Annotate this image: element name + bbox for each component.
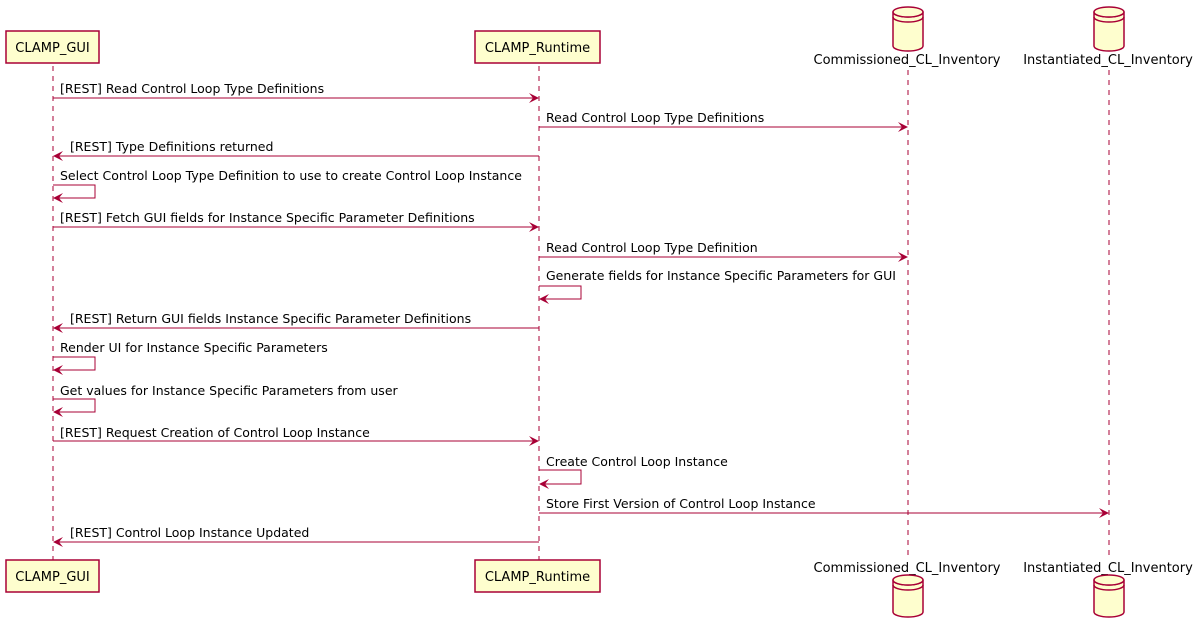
participant-clamp-gui-bottom: CLAMP_GUI <box>5 559 100 593</box>
message-5: [REST] Fetch GUI fields for Instance Spe… <box>53 210 539 232</box>
message-label: [REST] Return GUI fields Instance Specif… <box>70 311 471 326</box>
message-label: [REST] Read Control Loop Type Definition… <box>60 81 324 96</box>
message-2: Read Control Loop Type Definitions <box>539 110 908 132</box>
message-1: [REST] Read Control Loop Type Definition… <box>53 81 539 103</box>
message-label: [REST] Fetch GUI fields for Instance Spe… <box>60 210 475 225</box>
message-label: [REST] Request Creation of Control Loop … <box>60 425 370 440</box>
message-label: Store First Version of Control Loop Inst… <box>546 496 816 511</box>
participant-label: CLAMP_Runtime <box>485 41 590 56</box>
message-13: Store First Version of Control Loop Inst… <box>539 496 1109 518</box>
database-commissioned-cl-inventory-bottom: Commissioned_CL_Inventory <box>814 561 1001 618</box>
message-label: Get values for Instance Specific Paramet… <box>60 383 399 398</box>
message-12: Create Control Loop Instance <box>539 454 728 489</box>
database-commissioned-cl-inventory-top: Commissioned_CL_Inventory <box>814 6 1001 68</box>
participant-clamp-runtime-top: CLAMP_Runtime <box>474 30 601 64</box>
message-label: Select Control Loop Type Definition to u… <box>60 168 522 183</box>
participant-clamp-runtime-bottom: CLAMP_Runtime <box>474 559 601 593</box>
database-label: Instantiated_CL_Inventory <box>1023 53 1193 68</box>
database-instantiated-cl-inventory-bottom: Instantiated_CL_Inventory <box>1023 561 1193 618</box>
message-label: [REST] Type Definitions returned <box>70 139 273 154</box>
participant-label: CLAMP_GUI <box>15 570 90 585</box>
message-label: Read Control Loop Type Definitions <box>546 110 764 125</box>
message-3: [REST] Type Definitions returned <box>53 139 539 161</box>
message-label: Read Control Loop Type Definition <box>546 240 758 255</box>
message-4: Select Control Loop Type Definition to u… <box>53 168 522 203</box>
participant-label: CLAMP_Runtime <box>485 570 590 585</box>
participant-clamp-gui-top: CLAMP_GUI <box>5 30 100 64</box>
message-label: [REST] Control Loop Instance Updated <box>70 525 309 540</box>
message-label: Create Control Loop Instance <box>546 454 728 469</box>
message-6: Read Control Loop Type Definition <box>539 240 908 262</box>
message-label: Render UI for Instance Specific Paramete… <box>60 340 328 355</box>
message-11: [REST] Request Creation of Control Loop … <box>53 425 539 446</box>
database-label: Commissioned_CL_Inventory <box>814 53 1001 68</box>
message-label: Generate fields for Instance Specific Pa… <box>546 268 896 283</box>
database-label: Instantiated_CL_Inventory <box>1023 561 1193 576</box>
message-10: Get values for Instance Specific Paramet… <box>53 383 399 417</box>
message-8: [REST] Return GUI fields Instance Specif… <box>53 311 539 333</box>
message-14: [REST] Control Loop Instance Updated <box>53 525 539 547</box>
database-instantiated-cl-inventory-top: Instantiated_CL_Inventory <box>1023 6 1193 68</box>
message-7: Generate fields for Instance Specific Pa… <box>539 268 896 304</box>
participant-label: CLAMP_GUI <box>15 41 90 56</box>
message-9: Render UI for Instance Specific Paramete… <box>53 340 328 375</box>
database-label: Commissioned_CL_Inventory <box>814 561 1001 576</box>
